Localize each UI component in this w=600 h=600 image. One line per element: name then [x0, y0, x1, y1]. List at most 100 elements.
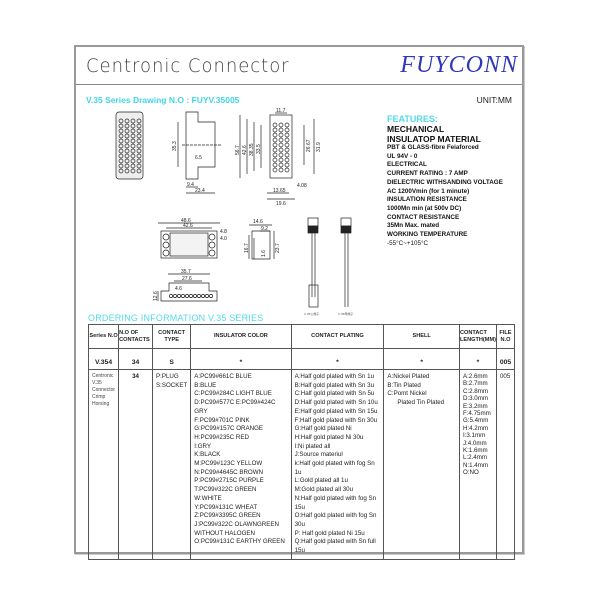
- table-cell: 005: [495, 348, 516, 370]
- connector-side-view: 35.3 6.5 9.4 23.4: [172, 111, 222, 194]
- option-item: D:Half gold plated with Sn 10u: [294, 399, 378, 407]
- column-header: CONTACT LENGTH(MM): [458, 324, 497, 349]
- pin-hole: [136, 163, 142, 169]
- column-header: INSULATOR COLOR: [190, 324, 292, 349]
- pin-hole: [130, 118, 136, 124]
- option-item: Y:PC99#131C WHEAT: [194, 503, 258, 511]
- options-row: Centronic V.35 Connector Crimp Horsing 3…: [87, 369, 516, 560]
- table-cell: *: [290, 348, 385, 370]
- contact-types: P:PLUG S:SOCKET: [151, 369, 192, 560]
- dim-label: 1.6: [261, 250, 267, 257]
- pin-hole: [118, 123, 124, 129]
- pin-hole: [118, 168, 124, 174]
- table-cell: 34: [118, 348, 153, 370]
- dim-label: 14.6: [253, 219, 263, 225]
- pin-hole: [118, 143, 124, 149]
- pin-hole: [118, 128, 124, 134]
- option-item: C:Half gold plated with Sn 5u: [294, 390, 375, 398]
- title-bar: Centronic Connector FUYCONN: [76, 47, 522, 85]
- pin-hole: [278, 142, 284, 148]
- dim-label: 31.9: [316, 142, 322, 152]
- pin-hole: [272, 157, 278, 163]
- hole: [193, 294, 197, 298]
- pin-hole: [278, 147, 284, 153]
- dim-label: 11.7: [276, 108, 286, 114]
- column-header: FILE N.O: [495, 324, 516, 349]
- feature-line: MECHANICAL: [387, 124, 445, 134]
- feature-line: ELECTRICAL: [387, 161, 427, 169]
- dim-label: 9.4: [187, 182, 194, 188]
- hole: [209, 294, 213, 298]
- dim-label: 33.5: [256, 144, 262, 154]
- option-item: C:Pomt Nickel: [387, 390, 427, 398]
- pin-hole: [124, 118, 130, 124]
- pin-hole: [136, 128, 142, 134]
- table-header-row: Series N.O N.O OF CONTACTS CONTACT TYPE …: [87, 324, 516, 349]
- pin-hole: [124, 158, 130, 164]
- option-item: Z:PC99#3395C GREEN: [194, 512, 261, 520]
- option-item: M:PC99#123C YELLOW: [194, 460, 263, 468]
- table-cell: *: [190, 348, 292, 370]
- feature-line: UL 94V - 0: [387, 152, 418, 160]
- dim-label: 23.4: [195, 188, 205, 194]
- option-item: H:4.2mm: [462, 424, 489, 432]
- pin-hole: [284, 142, 290, 148]
- table-cell: *: [383, 348, 460, 370]
- option-item: K:BLACK: [194, 451, 221, 459]
- pin-hole: [124, 138, 130, 144]
- pin-hole: [130, 138, 136, 144]
- option-item: L:2.4mm: [462, 454, 488, 462]
- pin-hole: [130, 133, 136, 139]
- dim-label: 48.6: [181, 218, 191, 224]
- pin-hole: [272, 142, 278, 148]
- dim-label: 27.6: [182, 276, 192, 282]
- text-line: Crimp: [92, 394, 106, 400]
- dim-label: 12.6: [153, 291, 159, 301]
- pin-hole: [136, 123, 142, 129]
- connector-front-view: [115, 111, 144, 180]
- dim-label: 4.6: [175, 286, 182, 292]
- option-item: C:2.8mm: [462, 387, 489, 395]
- pin-hole: [272, 147, 278, 153]
- option-item: K:1.6mm: [462, 447, 488, 455]
- hole: [181, 294, 185, 298]
- connector-bottom-view: 48.6 42.6 4.8 4.0 35.7 27.6 4.6 12.6: [153, 218, 227, 302]
- option-item: F:4.75mm: [462, 410, 491, 418]
- option-item: Plated Tin Plated: [397, 399, 445, 407]
- pin-hole: [278, 127, 284, 133]
- pin-hole: [118, 163, 124, 169]
- option-item: E:3.2mm: [462, 402, 488, 410]
- option-item: O:Half gold plated with fog Sn 30u: [294, 512, 377, 528]
- pin-hole: [272, 167, 278, 173]
- dim-label: 4.0: [220, 236, 227, 242]
- option-item: P: Half gold plated Ni 15u: [294, 529, 365, 537]
- pin-hole: [130, 163, 136, 169]
- pin-hole: [272, 137, 278, 143]
- column-header: CONTACT TYPE: [151, 324, 192, 349]
- contact-pin-female: C.35母端子: [338, 217, 353, 316]
- option-item: L:Gold plated all 1u: [294, 477, 348, 485]
- pin-hole: [118, 158, 124, 164]
- technical-drawing: 35.3 6.5 9.4 23.4 11.7 56.7 42.6 38.35 3…: [115, 108, 353, 316]
- pin-hole: [118, 153, 124, 159]
- option-item: I:3.1mm: [462, 432, 486, 440]
- pin-hole: [278, 152, 284, 158]
- dim-label: 35.3: [172, 141, 178, 151]
- option-item: Q:Half gold plated with Sn full 15u: [294, 538, 376, 555]
- pin-hole: [136, 148, 142, 154]
- option-item: N:Half gold plated with fog Sn 15u: [294, 494, 377, 511]
- option-item: N:PC99#4645C BROWN: [194, 468, 264, 476]
- dim-label: 6.5: [195, 155, 202, 161]
- pin-hole: [136, 118, 142, 124]
- features-heading: FEATURES:: [387, 114, 438, 124]
- connector-end-view: 14.6 9.2 16.7 23.7 1.6: [244, 219, 281, 260]
- feature-line: INSULATOP MATERIAL: [387, 134, 481, 144]
- option-item: S:SOCKET: [155, 381, 188, 389]
- option-item: D:3.0mm: [462, 395, 489, 403]
- option-item: H:PC99#235C RED: [194, 433, 249, 441]
- pin-hole: [284, 147, 290, 153]
- text-line: Centronic: [92, 373, 114, 379]
